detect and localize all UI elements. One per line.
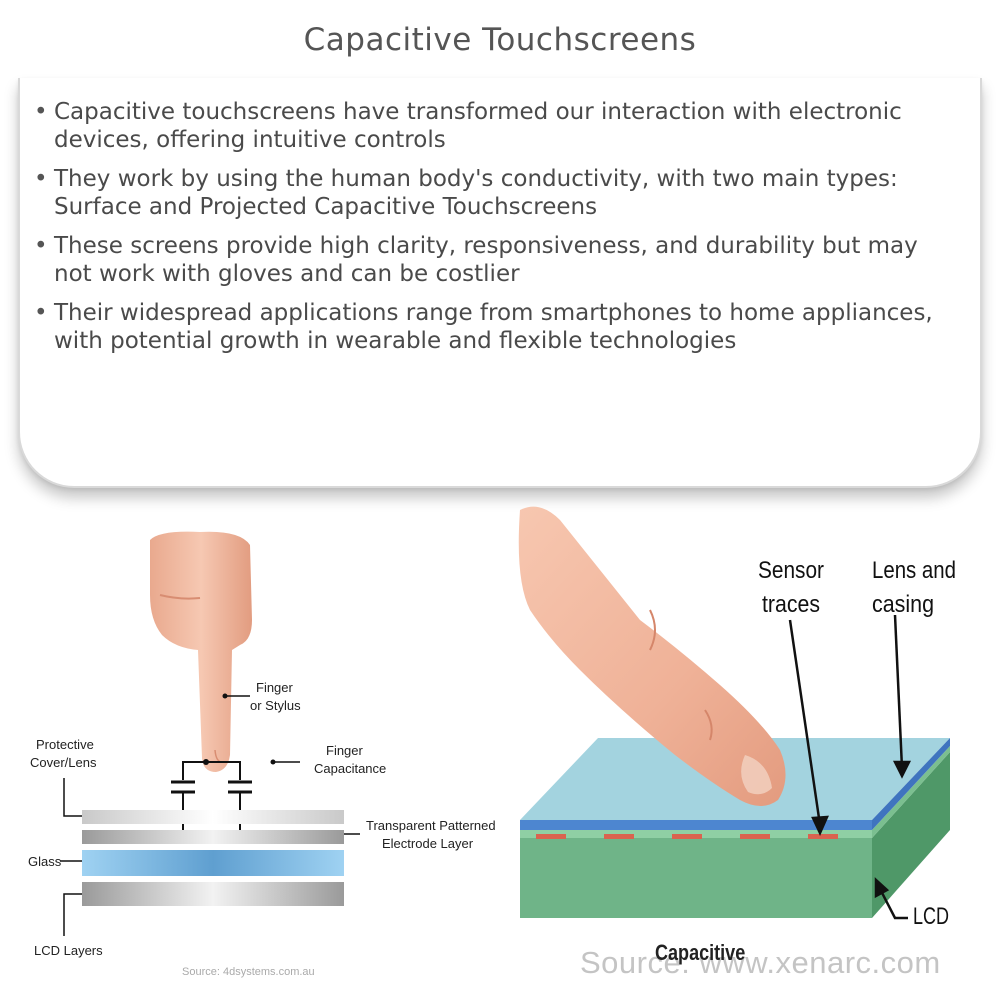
- sensor-traces: [536, 834, 838, 839]
- electrode-layer: [82, 830, 344, 844]
- protective-cover-layer: [82, 810, 344, 824]
- lens-label: Lens and: [872, 557, 956, 584]
- traces-label: traces: [762, 591, 820, 618]
- capacitor-symbols: [171, 761, 252, 838]
- stylus-label: or Stylus: [250, 698, 301, 713]
- protective-label: Cover/Lens: [30, 755, 97, 770]
- bullet-item: Their widespread applications range from…: [30, 299, 960, 355]
- glass-layer: [82, 850, 344, 876]
- capacitance-label: Capacitance: [314, 761, 386, 776]
- glass-label: Glass: [28, 854, 62, 869]
- bullet-item: They work by using the human body's cond…: [30, 165, 960, 221]
- left-source: Source: 4dsystems.com.au: [182, 966, 315, 978]
- lcd-layers-label: LCD Layers: [34, 943, 103, 958]
- capacitance-label: Finger: [326, 743, 364, 758]
- finger-illustration: [150, 531, 252, 772]
- pointing-finger: [518, 506, 786, 806]
- bullet-item: Capacitive touchscreens have transformed…: [30, 98, 960, 154]
- capacitive-caption: Capacitive: [655, 940, 746, 965]
- capacitive-layers-diagram: Finger or Stylus Finger Capacitance Prot…: [28, 531, 496, 958]
- capacitive-panel-diagram: Sensor traces Lens and casing LCD: [518, 506, 956, 930]
- sensor-label: Sensor: [758, 557, 824, 584]
- casing-label: casing: [872, 591, 934, 618]
- electrode-label: Transparent Patterned: [366, 818, 496, 833]
- lcd-front-face: [520, 838, 872, 918]
- lcd-side-face: [872, 752, 950, 918]
- protective-label: Protective: [36, 737, 94, 752]
- lcd-layer: [82, 882, 344, 906]
- lcd-label: LCD: [913, 903, 949, 930]
- electrode-label: Electrode Layer: [382, 836, 474, 851]
- right-source: Source: www.xenarc.com: [580, 945, 941, 980]
- page-title: Capacitive Touchscreens: [303, 22, 697, 58]
- finger-label: Finger: [256, 680, 294, 695]
- bullet-item: These screens provide high clarity, resp…: [30, 232, 960, 288]
- bullet-list: Capacitive touchscreens have transformed…: [30, 98, 960, 366]
